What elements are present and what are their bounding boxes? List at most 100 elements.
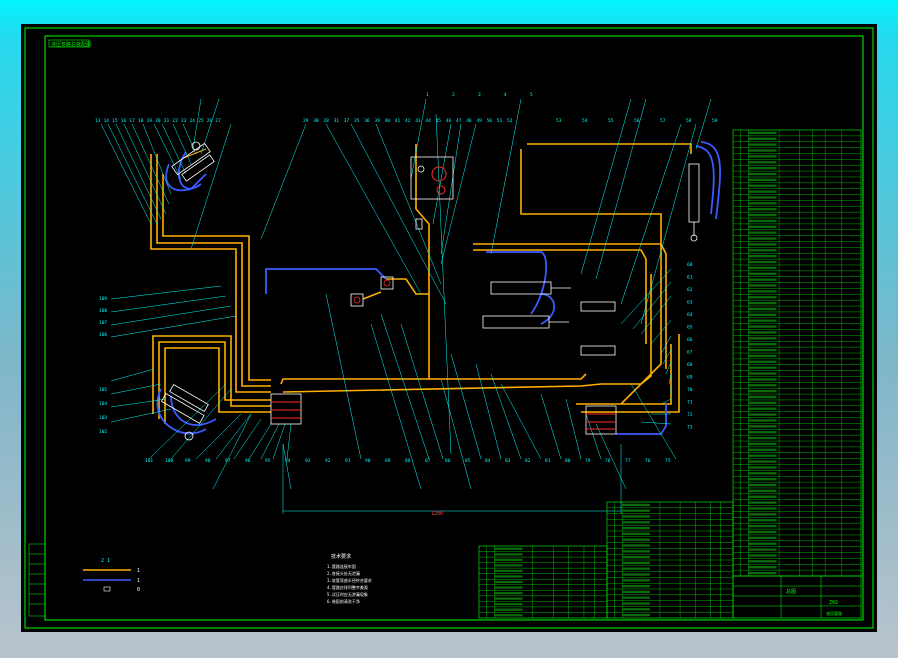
table-text-row bbox=[748, 513, 777, 516]
callout-number: 88 bbox=[405, 458, 411, 464]
table-text-row bbox=[748, 407, 777, 410]
table-text-row bbox=[622, 573, 650, 576]
table-text-row bbox=[748, 278, 777, 281]
callout-number: 96 bbox=[245, 458, 251, 464]
table-text-row bbox=[748, 331, 777, 334]
cylinder-left-bottom bbox=[160, 383, 209, 441]
callout-number: 76 bbox=[645, 458, 651, 464]
oil-lines-orange bbox=[150, 143, 692, 424]
callout-number: 18 bbox=[138, 118, 144, 124]
table-text-row bbox=[622, 555, 650, 559]
table-text-row bbox=[748, 431, 777, 434]
callout-number: 48 bbox=[466, 118, 472, 124]
notes-title: 技术要求 bbox=[331, 553, 351, 560]
callout-number: 75 bbox=[665, 458, 671, 464]
cylinder-left-top bbox=[171, 141, 215, 182]
table-text-row bbox=[748, 225, 777, 229]
callout-number: 101 bbox=[145, 458, 153, 464]
table-text-row bbox=[494, 586, 523, 589]
table-text-row bbox=[748, 184, 777, 187]
callout-number: 53 bbox=[556, 118, 562, 124]
callout-number: 63 bbox=[687, 300, 693, 306]
callout-number: 66 bbox=[687, 337, 693, 343]
table-text-row bbox=[748, 166, 777, 170]
callout-number: 65 bbox=[687, 325, 693, 331]
control-valve-left bbox=[270, 393, 302, 425]
table-text-row bbox=[748, 454, 777, 457]
callout-number: 50 bbox=[487, 118, 493, 124]
callout-number: 23 bbox=[181, 118, 187, 124]
table-text-row bbox=[748, 208, 777, 211]
table-text-row bbox=[494, 575, 523, 578]
table-text-row bbox=[748, 395, 777, 399]
callout-number: 108 bbox=[99, 308, 107, 314]
table-text-row bbox=[748, 313, 777, 317]
table-text-row bbox=[622, 550, 650, 553]
callout-number: 55 bbox=[608, 118, 614, 124]
table-text-row bbox=[748, 231, 777, 234]
parts-table-middle bbox=[606, 501, 734, 619]
callout-number: 109 bbox=[99, 296, 107, 302]
table-text-row bbox=[748, 466, 777, 469]
callout-number: 47 bbox=[456, 118, 462, 124]
callout-number: 30 bbox=[313, 118, 319, 124]
table-text-row bbox=[748, 213, 777, 217]
legend-label-2: 1 bbox=[137, 578, 140, 584]
legend-label-1: 1 bbox=[137, 568, 140, 574]
legend: 2 1 1 1 0 bbox=[83, 558, 140, 593]
parts-table-lower bbox=[478, 545, 608, 619]
table-text-row bbox=[748, 501, 777, 504]
callout-number: 105 bbox=[99, 387, 107, 393]
legend-label-3: 0 bbox=[137, 587, 140, 593]
control-valve-right bbox=[585, 405, 617, 435]
callout-number: 25 bbox=[198, 118, 204, 124]
callout-number: 81 bbox=[545, 458, 551, 464]
callout-number: 46 bbox=[446, 118, 452, 124]
table-text-row bbox=[494, 564, 523, 567]
table-text-row bbox=[494, 597, 523, 600]
callout-number: 85 bbox=[465, 458, 471, 464]
table-text-row bbox=[494, 580, 523, 584]
table-text-row bbox=[748, 366, 777, 369]
callout-number: 39 bbox=[374, 118, 380, 124]
title-block: 总图 Z02 液压管路 bbox=[732, 575, 862, 619]
table-text-row bbox=[748, 519, 777, 522]
legend-label-0: 2 1 bbox=[101, 558, 110, 564]
callout-number: 37 bbox=[344, 118, 350, 124]
callout-number: 98 bbox=[205, 458, 211, 464]
table-text-row bbox=[494, 591, 523, 595]
callout-number: 61 bbox=[687, 275, 693, 281]
table-text-row bbox=[748, 536, 777, 540]
callout-number: 28 bbox=[323, 118, 329, 124]
filter-units bbox=[350, 276, 394, 307]
table-text-row bbox=[748, 560, 777, 563]
table-text-row bbox=[748, 566, 777, 569]
table-text-row bbox=[748, 542, 777, 545]
callout-number: 22 bbox=[172, 118, 178, 124]
callout-number: 14 bbox=[104, 118, 110, 124]
table-text-row bbox=[622, 538, 650, 541]
leader-lines bbox=[100, 98, 712, 514]
callout-number: 103 bbox=[99, 415, 107, 421]
callout-number: 36 bbox=[364, 118, 370, 124]
drawing-number: Z02 bbox=[829, 600, 838, 606]
table-text-row bbox=[748, 489, 777, 493]
table-text-row bbox=[748, 161, 777, 164]
table-text-row bbox=[748, 319, 777, 322]
table-text-row bbox=[748, 354, 777, 358]
callout-number: 89 bbox=[385, 458, 391, 464]
callout-number: 44 bbox=[425, 118, 431, 124]
table-text-row bbox=[748, 530, 777, 534]
callout-number: 64 bbox=[687, 312, 693, 318]
table-text-row bbox=[622, 613, 650, 617]
corner-label: 液压管路总装配图 bbox=[51, 41, 91, 48]
oil-lines-blue bbox=[156, 141, 721, 435]
table-text-row bbox=[748, 219, 777, 223]
table-text-row bbox=[748, 507, 777, 510]
table-text-row bbox=[748, 524, 777, 528]
table-text-row bbox=[748, 448, 777, 452]
dimension-text: 1200 bbox=[431, 511, 443, 517]
